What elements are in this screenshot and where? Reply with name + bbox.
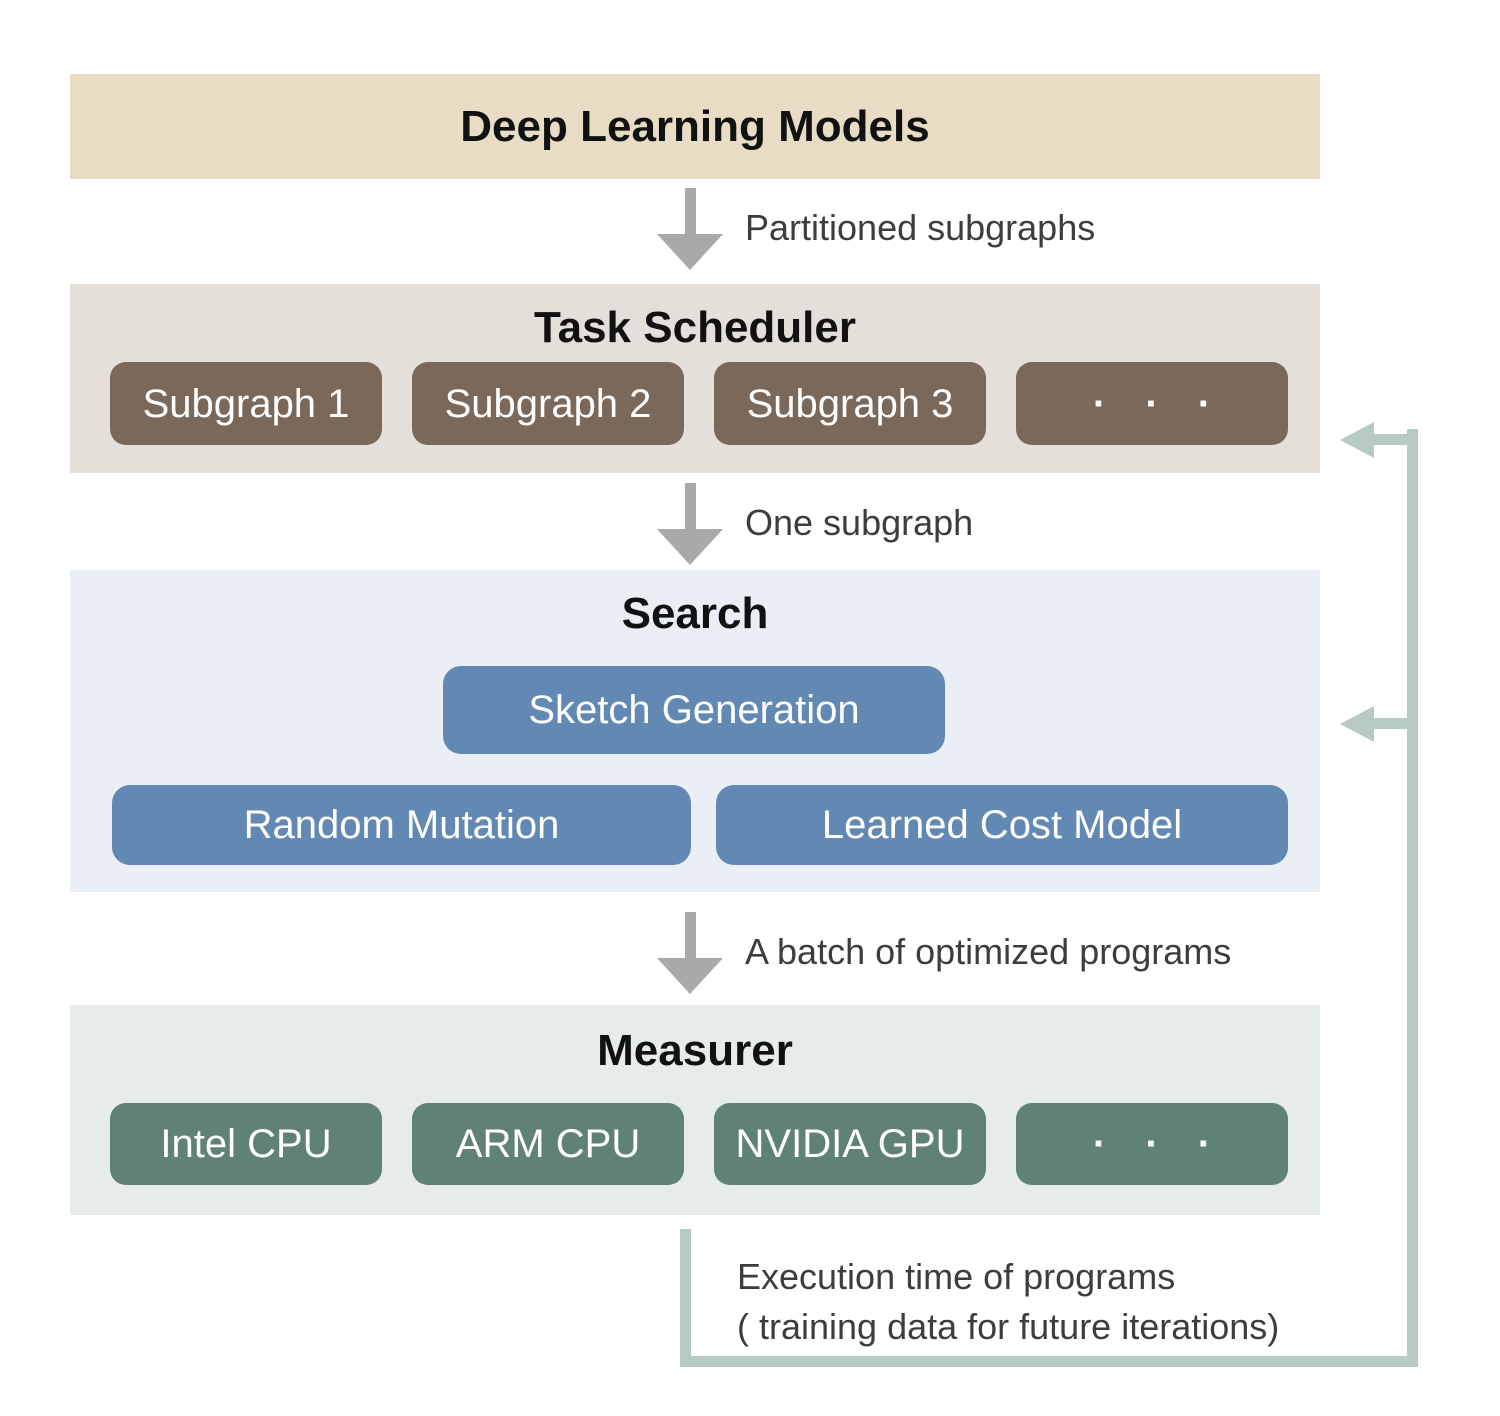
arrow-head xyxy=(657,529,723,565)
subgraph-2-chip: Subgraph 2 xyxy=(412,362,684,445)
feedback-branch-to-search xyxy=(1372,718,1418,729)
feedback-branch-to-task-scheduler xyxy=(1372,434,1418,445)
down-arrow-icon-one-subgraph xyxy=(657,483,723,565)
task-scheduler-box: Task Scheduler Subgraph 1 Subgraph 2 Sub… xyxy=(70,284,1320,473)
nvidia-gpu-chip: NVIDIA GPU xyxy=(714,1103,986,1185)
feedback-caption-line2: ( training data for future iterations) xyxy=(737,1306,1280,1347)
feedback-line-bottom xyxy=(680,1356,1418,1367)
random-mutation-chip: Random Mutation xyxy=(112,785,691,865)
deep-learning-models-box: Deep Learning Models xyxy=(70,74,1320,179)
subgraph-ellipsis-chip: · · · xyxy=(1016,362,1288,445)
feedback-caption: Execution time of programs ( training da… xyxy=(737,1252,1279,1352)
arrow-head xyxy=(657,958,723,994)
measurer-box: Measurer Intel CPU ARM CPU NVIDIA GPU · … xyxy=(70,1005,1320,1215)
arrow-stem xyxy=(684,912,696,958)
subgraph-1-chip: Subgraph 1 xyxy=(110,362,382,445)
arrow-stem xyxy=(684,483,696,529)
arrow-stem xyxy=(684,188,696,234)
feedback-line-right xyxy=(1407,429,1418,1367)
search-box: Search Sketch Generation Random Mutation… xyxy=(70,570,1320,892)
sketch-generation-chip: Sketch Generation xyxy=(443,666,945,754)
hardware-ellipsis-chip: · · · xyxy=(1016,1103,1288,1185)
measurer-title: Measurer xyxy=(597,1026,793,1075)
search-title: Search xyxy=(621,589,769,638)
batch-optimized-programs-label: A batch of optimized programs xyxy=(745,931,1232,972)
left-arrow-icon-to-search xyxy=(1340,706,1374,742)
arrow-head xyxy=(657,234,723,270)
left-arrow-icon-to-task-scheduler xyxy=(1340,422,1374,458)
learned-cost-model-chip: Learned Cost Model xyxy=(716,785,1288,865)
down-arrow-icon-batch xyxy=(657,912,723,994)
one-subgraph-label: One subgraph xyxy=(745,502,974,543)
arm-cpu-chip: ARM CPU xyxy=(412,1103,684,1185)
down-arrow-icon-partitioned xyxy=(657,188,723,270)
feedback-line-left-stem xyxy=(680,1229,691,1367)
task-scheduler-title: Task Scheduler xyxy=(534,303,856,352)
intel-cpu-chip: Intel CPU xyxy=(110,1103,382,1185)
partitioned-subgraphs-label: Partitioned subgraphs xyxy=(745,207,1096,248)
feedback-caption-line1: Execution time of programs xyxy=(737,1256,1176,1297)
subgraph-3-chip: Subgraph 3 xyxy=(714,362,986,445)
deep-learning-models-title: Deep Learning Models xyxy=(460,102,930,151)
